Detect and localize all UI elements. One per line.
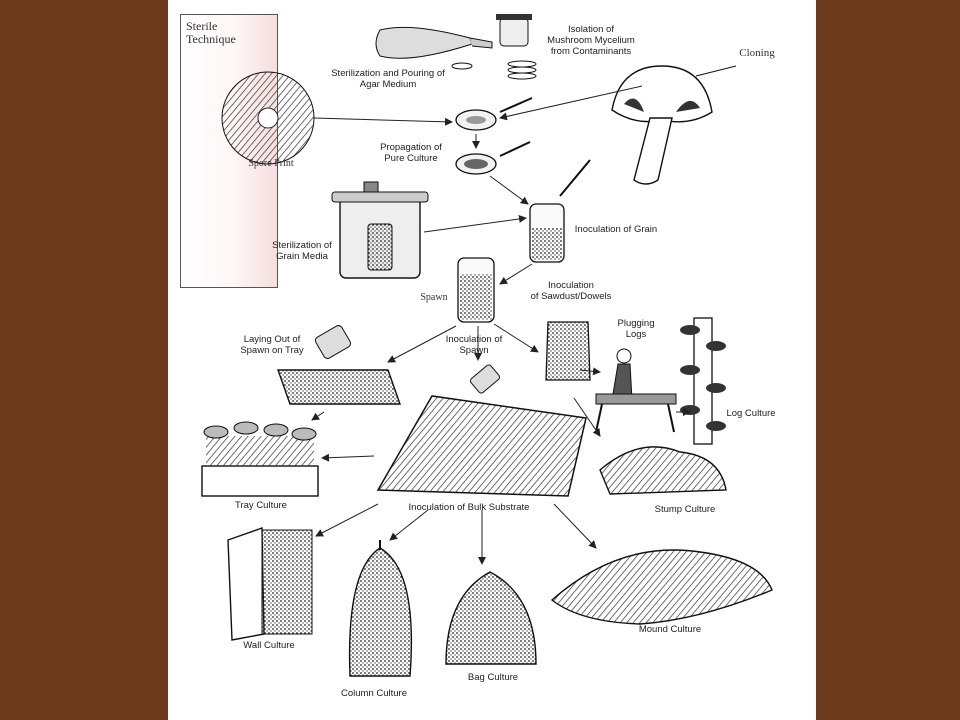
- sawdust-bag-illustration: [545, 321, 591, 381]
- stump-culture-label: Stump Culture: [654, 504, 716, 515]
- sterilization-grain-label: Sterilization of Grain Media: [272, 240, 332, 262]
- wall-culture-label: Wall Culture: [243, 640, 295, 651]
- flow-arrows: [311, 85, 691, 565]
- grain-jar-illustration: [529, 159, 591, 263]
- stump-culture-illustration: [599, 446, 727, 495]
- sterile-technique-label: Sterile Technique: [186, 19, 236, 46]
- inoculation-sawdust-label: Inoculation of Sawdust/Dowels: [530, 280, 612, 302]
- plugging-logs-label: Plugging Logs: [617, 318, 655, 340]
- bulk-substrate-illustration: [376, 364, 587, 497]
- isolation-jar-illustration: [496, 14, 537, 80]
- plugging-logs-illustration: [595, 348, 677, 433]
- inoculation-grain-label: Inoculation of Grain: [574, 224, 658, 235]
- pressure-cooker-illustration: [331, 181, 429, 279]
- wall-culture-illustration: [227, 527, 313, 641]
- spawn-tray-illustration: [277, 325, 401, 405]
- propagation-label: Propagation of Pure Culture: [380, 142, 442, 164]
- bag-culture-label: Bag Culture: [467, 672, 519, 683]
- column-culture-label: Column Culture: [341, 688, 407, 699]
- spawn-jar-illustration: [457, 257, 495, 323]
- cloning-label: Cloning: [739, 47, 775, 59]
- agar-flask-illustration: [375, 26, 493, 70]
- bulk-substrate-label: Inoculation of Bulk Substrate: [408, 502, 530, 513]
- spawn-label: Spawn: [420, 292, 448, 303]
- isolation-label: Isolation of Mushroom Mycelium from Cont…: [547, 24, 635, 57]
- column-culture-illustration: [348, 540, 413, 677]
- sterilization-agar-label: Sterilization and Pouring of Agar Medium: [331, 68, 445, 90]
- bag-culture-illustration: [445, 571, 537, 665]
- mound-culture-label: Mound Culture: [638, 624, 702, 635]
- inoculation-spawn-label: Inoculation of Spawn: [445, 334, 503, 356]
- tray-culture-illustration: [201, 421, 319, 497]
- petri-dish-illustration: [455, 97, 533, 175]
- tray-culture-label: Tray Culture: [235, 500, 287, 511]
- log-culture-illustration: [680, 317, 726, 445]
- cloning-mushroom-illustration: [611, 65, 737, 185]
- spore-print-illustration: [221, 71, 315, 165]
- laying-out-label: Laying Out of Spawn on Tray: [240, 334, 304, 356]
- spore-print-label: Spore Print: [248, 158, 294, 169]
- mound-culture-illustration: [550, 549, 773, 625]
- log-culture-label: Log Culture: [726, 408, 776, 419]
